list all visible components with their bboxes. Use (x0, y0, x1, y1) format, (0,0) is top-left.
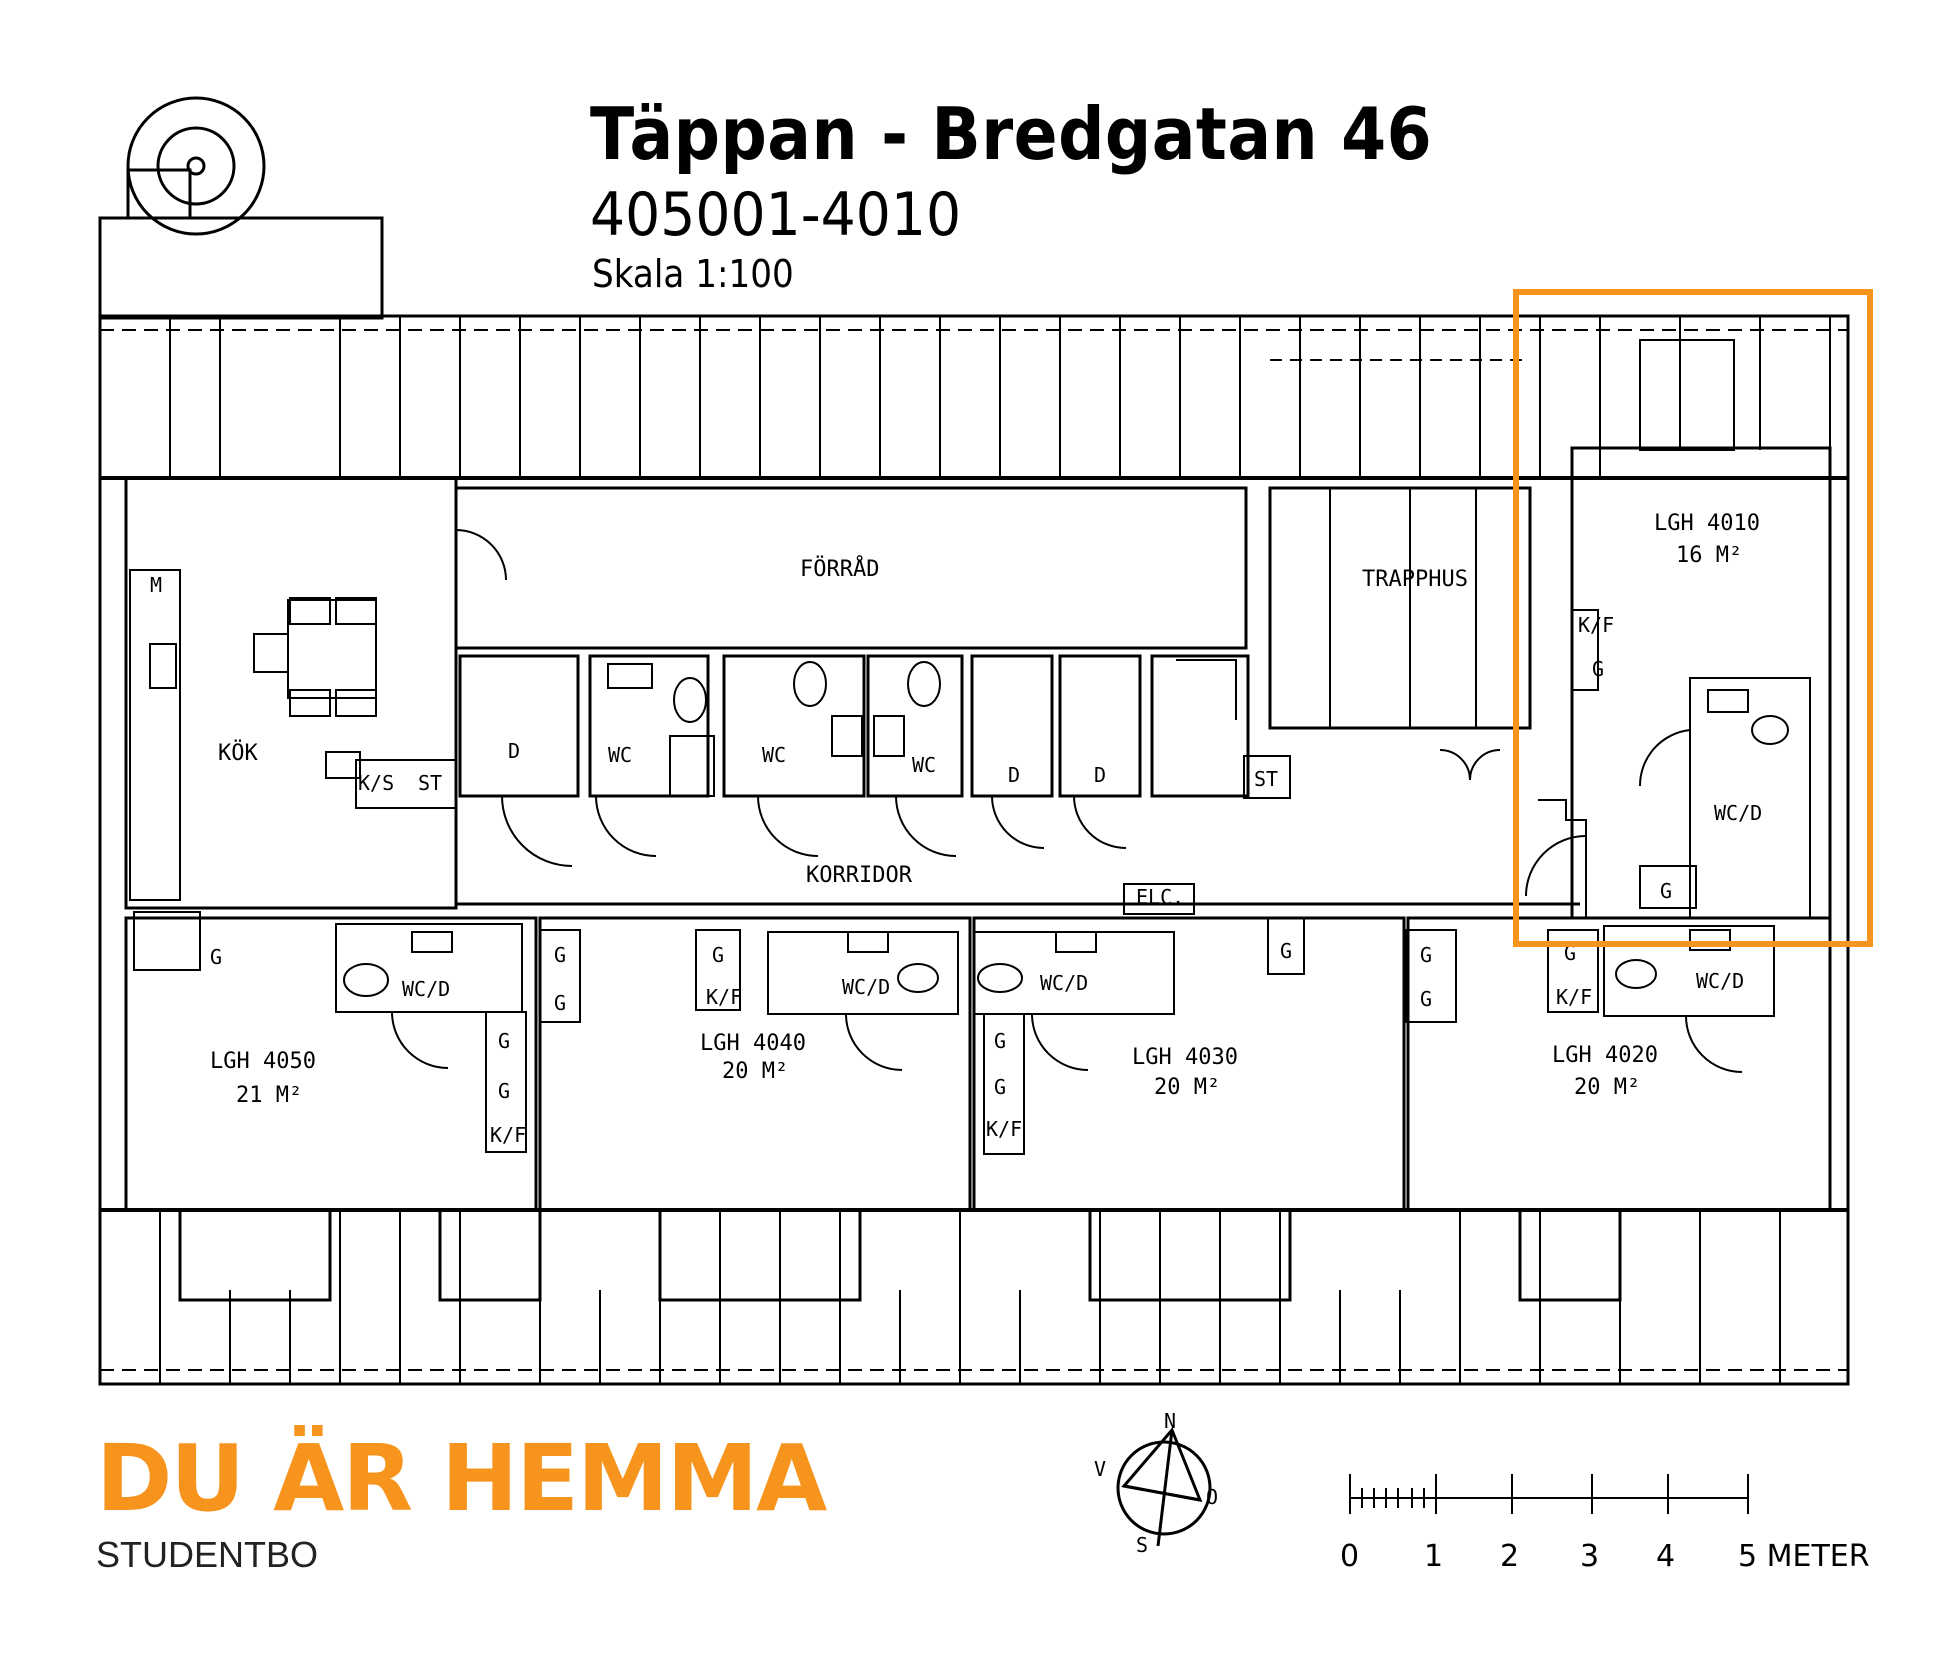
stairwell (1268, 486, 1532, 730)
scale-text: Skala 1:100 (592, 252, 794, 296)
spiral-stair-inner (156, 126, 236, 206)
storage-label: FÖRRÅD (800, 555, 879, 582)
lgh-4050-label: LGH 4050 (210, 1049, 316, 1074)
elc-label: ELC. (1136, 885, 1184, 909)
lgh-4030-area: 20 M² (1154, 1075, 1220, 1100)
lgh-4040-label: LGH 4040 (700, 1031, 806, 1056)
lgh-4030-g-3: G (1280, 939, 1292, 963)
scale-tick-1: 1 (1424, 1539, 1443, 1574)
lgh-4040-g: G (554, 943, 566, 967)
lgh-4020-wcd: WC/D (1696, 969, 1744, 993)
wc-label-1: WC (608, 743, 632, 767)
lgh-4050-g-2: G (498, 1029, 510, 1053)
storage-room (454, 486, 1248, 650)
scale-bar (1349, 1474, 1749, 1514)
lgh-4040-g-3: G (712, 943, 724, 967)
lgh-4050-kf: K/F (490, 1123, 526, 1147)
d-label-2: D (1008, 763, 1020, 787)
scale-tick-3: 3 (1580, 1539, 1599, 1574)
property-code: 405001-4010 (590, 180, 962, 250)
lgh-4050-area: 21 M² (236, 1083, 302, 1108)
brand-logo: DU ÄR HEMMA (96, 1425, 827, 1532)
lgh-4010-g-1: G (1592, 657, 1604, 681)
roof-rafters-top (169, 316, 1831, 478)
st-label-2: ST (1254, 767, 1278, 791)
scale-tick-4: 4 (1656, 1539, 1675, 1574)
compass-o: O (1206, 1485, 1218, 1509)
lgh-4010-kf: K/F (1578, 613, 1614, 637)
lgh-4040-wcd: WC/D (842, 975, 890, 999)
lgh-4030-label: LGH 4030 (1132, 1045, 1238, 1070)
compass-n: N (1164, 1409, 1176, 1433)
lgh-4050-g-3: G (498, 1079, 510, 1103)
kitchen-area (124, 476, 458, 910)
wc-label-2: WC (762, 743, 786, 767)
lgh-4010-area: 16 M² (1676, 543, 1742, 568)
spiral-stair-core (186, 156, 206, 176)
m-label: M (150, 573, 162, 597)
plan-title: Täppan - Bredgatan 46 (590, 92, 1433, 176)
scale-tick-2: 2 (1500, 1539, 1519, 1574)
lgh-4040-kf: K/F (706, 985, 742, 1009)
lgh-4020-label: LGH 4020 (1552, 1043, 1658, 1068)
compass-icon (1116, 1427, 1212, 1547)
brand-subtitle: STUDENTBO (96, 1534, 319, 1575)
d-label-3: D (1094, 763, 1106, 787)
lgh-4020-area: 20 M² (1574, 1075, 1640, 1100)
lgh-4030-kf: K/F (986, 1117, 1022, 1141)
wc-label-3: WC (912, 753, 936, 777)
lgh-4030-g: G (994, 1029, 1006, 1053)
lgh-4050-g: G (210, 945, 222, 969)
lgh-4010-wcd: WC/D (1714, 801, 1762, 825)
compass-v: V (1094, 1457, 1106, 1481)
spiral-stair-icon (126, 96, 266, 236)
corridor-label: KORRIDOR (806, 863, 913, 888)
dining-table (287, 599, 377, 699)
lgh-4030-wcd: WC/D (1040, 971, 1088, 995)
kitchen-label: KÖK (218, 740, 258, 766)
st-label: ST (418, 771, 442, 795)
highlight-frame (1513, 289, 1873, 947)
outer-wall (98, 314, 1850, 1386)
d-label-1: D (508, 739, 520, 763)
lgh-4020-kf: K/F (1556, 985, 1592, 1009)
compass-s: S (1136, 1533, 1148, 1557)
lgh-4020-g-2: G (1420, 987, 1432, 1011)
lgh-4040-g-2: G (554, 991, 566, 1015)
lgh-4010-label: LGH 4010 (1654, 511, 1760, 536)
lgh-4030-g-2: G (994, 1075, 1006, 1099)
turret-wall (98, 216, 384, 320)
lgh-4050-wcd: WC/D (402, 977, 450, 1001)
lgh-4040-area: 20 M² (722, 1059, 788, 1084)
roof-rafters-bottom (159, 1210, 1781, 1384)
stairwell-label: TRAPPHUS (1362, 567, 1468, 592)
lower-apartments (124, 916, 1832, 1212)
scale-tick-0: 0 (1340, 1539, 1359, 1574)
utility-rooms (458, 654, 1250, 867)
lgh-4020-g: G (1420, 943, 1432, 967)
scale-tick-5: 5 METER (1738, 1539, 1870, 1574)
lgh-4010-g-2: G (1660, 879, 1672, 903)
ks-label: K/S (358, 771, 394, 795)
